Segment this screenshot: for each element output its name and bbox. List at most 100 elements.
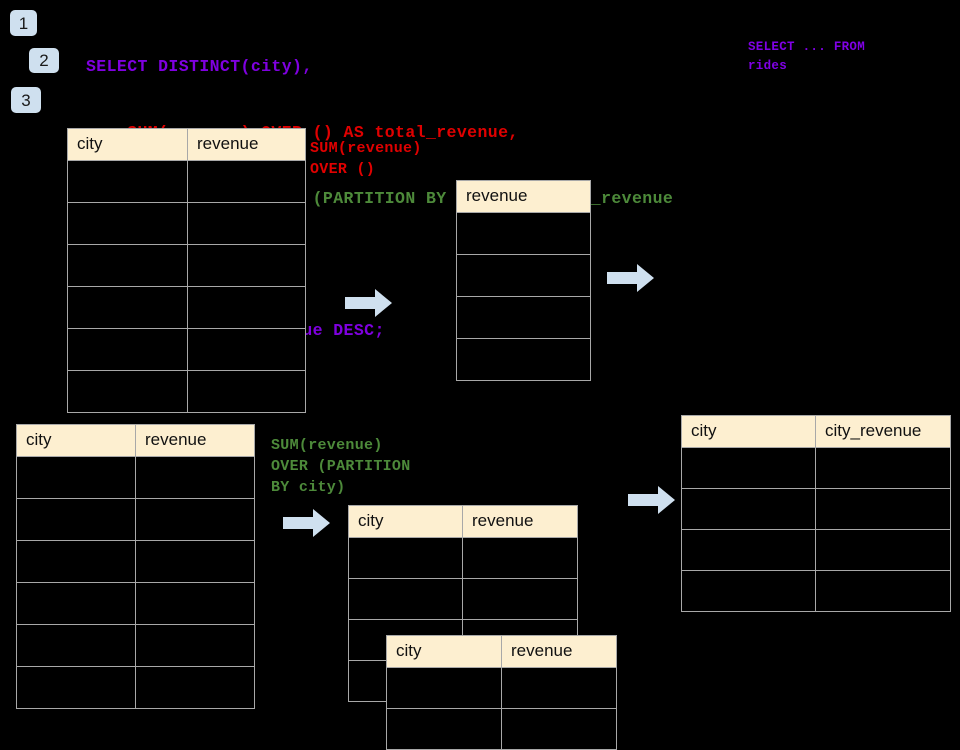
column-header: revenue	[187, 128, 306, 161]
column-header: revenue	[456, 180, 591, 213]
table-total-revenue: revenue	[456, 180, 591, 381]
arrow-total-to-next-icon	[607, 264, 654, 292]
table-row	[16, 666, 255, 709]
table-row	[681, 570, 951, 612]
table-cell	[462, 537, 578, 579]
table-cell	[456, 254, 591, 297]
table-cell	[187, 328, 306, 371]
table-cell	[67, 286, 188, 329]
table-cell	[456, 212, 591, 255]
column-header: city	[67, 128, 188, 161]
table-cell	[187, 160, 306, 203]
table-cell	[348, 578, 463, 620]
table-row	[67, 202, 306, 245]
table-cell	[16, 456, 136, 499]
table-cell	[67, 328, 188, 371]
table-cell	[135, 456, 255, 499]
arrow-partition-to-result-icon	[628, 486, 675, 514]
table-cell	[815, 529, 951, 571]
column-header: revenue	[462, 505, 578, 538]
table-cell	[681, 488, 816, 530]
table-cell	[386, 708, 502, 750]
table-row	[16, 624, 255, 667]
table-cell	[67, 370, 188, 413]
annotation-partition-by-city: SUM(revenue) OVER (PARTITION BY city)	[271, 437, 411, 496]
table-cell	[501, 667, 617, 709]
table-row	[67, 286, 306, 329]
table-cell	[16, 624, 136, 667]
table-cell	[681, 447, 816, 489]
table-row	[16, 456, 255, 499]
column-header: revenue	[501, 635, 617, 668]
table-cell	[187, 286, 306, 329]
table-cell	[135, 582, 255, 625]
table-cell	[681, 570, 816, 612]
table-cell	[135, 624, 255, 667]
column-header: city	[348, 505, 463, 538]
step-badge-2[interactable]: 2	[29, 48, 59, 73]
table-cell	[135, 540, 255, 583]
table-cell	[456, 296, 591, 339]
column-header: city	[681, 415, 816, 448]
table-row	[456, 254, 591, 297]
table-cell	[501, 708, 617, 750]
table-row	[67, 328, 306, 371]
column-header: city_revenue	[815, 415, 951, 448]
table-cell	[16, 540, 136, 583]
table-row	[16, 540, 255, 583]
table-cell	[462, 578, 578, 620]
table-cell	[16, 582, 136, 625]
table-cell	[815, 447, 951, 489]
table-cell	[187, 370, 306, 413]
table-row	[348, 578, 578, 620]
table-row	[386, 667, 617, 709]
table-cell	[815, 488, 951, 530]
table-row	[67, 244, 306, 287]
annotation-over-empty: SUM(revenue) OVER ()	[310, 140, 422, 178]
table-cell	[681, 529, 816, 571]
table-cell	[386, 667, 502, 709]
table-row	[386, 708, 617, 750]
table-row	[67, 160, 306, 203]
table-row	[681, 488, 951, 530]
table-cell	[815, 570, 951, 612]
table-cell	[16, 666, 136, 709]
step-badge-3[interactable]: 3	[11, 87, 41, 113]
table-row	[16, 498, 255, 541]
table-row	[16, 582, 255, 625]
table-cell	[67, 244, 188, 287]
table-cell	[456, 338, 591, 381]
arrow-source-to-partition-icon	[283, 509, 330, 537]
table-cell	[135, 666, 255, 709]
sql-side-note: SELECT ... FROM rides	[748, 40, 866, 73]
table-row	[681, 447, 951, 489]
table-cell	[348, 537, 463, 579]
table-row	[67, 370, 306, 413]
arrow-source-to-total-icon	[345, 289, 392, 317]
column-header: city	[386, 635, 502, 668]
table-row	[456, 338, 591, 381]
table-header-row: revenue	[456, 180, 591, 213]
table-cell	[187, 202, 306, 245]
column-header: revenue	[135, 424, 255, 457]
table-row	[456, 296, 591, 339]
table-cell	[135, 498, 255, 541]
table-cell	[16, 498, 136, 541]
sql-line-select: SELECT DISTINCT(city),	[86, 57, 313, 76]
step-badge-1[interactable]: 1	[10, 10, 37, 36]
table-row	[681, 529, 951, 571]
column-header: city	[16, 424, 136, 457]
table-cell	[67, 202, 188, 245]
table-cell	[67, 160, 188, 203]
table-row	[456, 212, 591, 255]
